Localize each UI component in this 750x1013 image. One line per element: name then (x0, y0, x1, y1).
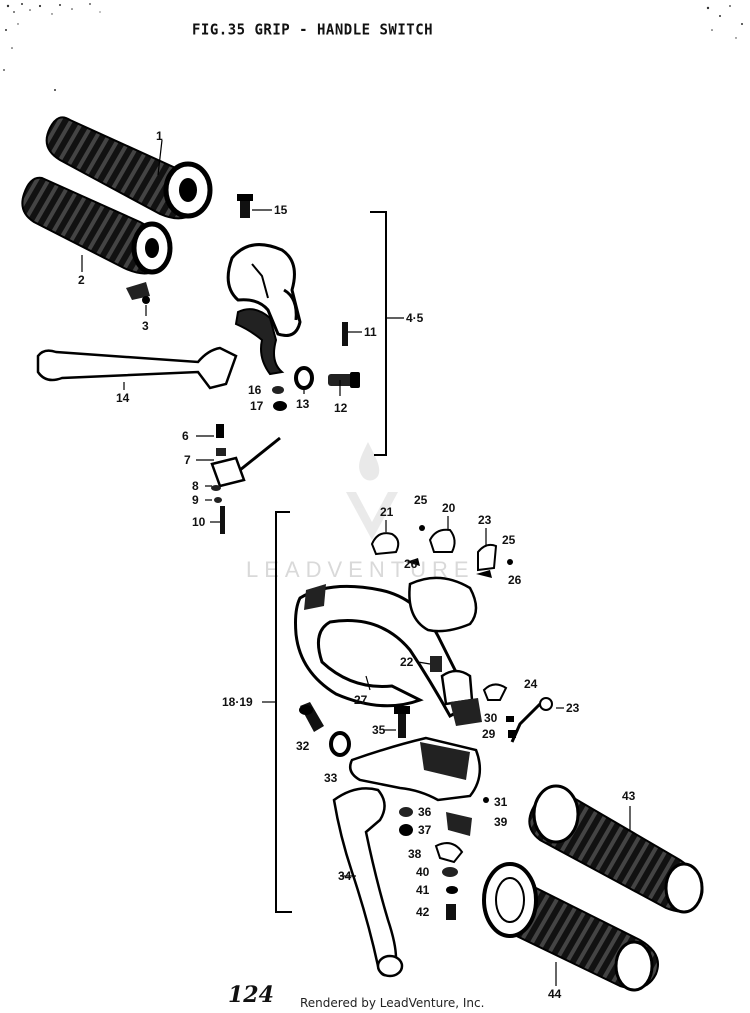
switch-housing-27 (294, 576, 478, 719)
callout-7: 7 (184, 453, 191, 467)
page-number: 124 (228, 982, 274, 1008)
callout-27: 27 (354, 693, 368, 707)
callout-11: 11 (364, 325, 377, 339)
lever-holder-4-5 (226, 243, 302, 376)
callout-18-19: 18·19 (222, 695, 253, 709)
watermark-logo (346, 442, 398, 540)
callout-2: 2 (78, 273, 85, 287)
grip-2 (21, 176, 173, 275)
switch-assembly-22-30 (430, 656, 553, 743)
callout-20: 20 (442, 501, 456, 515)
callout-35: 35 (372, 723, 386, 737)
clamp-screw-3 (126, 282, 150, 304)
callout-22: 22 (400, 655, 414, 669)
washer-13 (294, 366, 314, 390)
screw-35 (394, 706, 410, 738)
callout-30: 30 (484, 711, 498, 725)
lever-holder-31 (349, 736, 489, 803)
screw-32 (299, 702, 324, 732)
bracket-4-5 (370, 211, 387, 456)
switch-6-10 (210, 424, 281, 534)
screw-11 (342, 322, 348, 346)
callout-9: 9 (192, 493, 199, 507)
callout-26-left: 26 (404, 557, 418, 571)
callout-44: 44 (548, 987, 562, 1001)
callout-31: 31 (494, 795, 508, 809)
callout-41: 41 (416, 883, 430, 897)
callout-33: 33 (324, 771, 338, 785)
callout-6: 6 (182, 429, 189, 443)
washer-33 (329, 731, 351, 757)
callout-32: 32 (296, 739, 310, 753)
clutch-lever-14 (36, 346, 238, 390)
callout-29: 29 (482, 727, 496, 741)
callout-16: 16 (248, 383, 262, 397)
callout-37: 37 (418, 823, 432, 837)
callout-12: 12 (334, 401, 348, 415)
bolt-12 (328, 372, 360, 388)
page-title: FIG.35 GRIP - HANDLE SWITCH (192, 21, 434, 39)
callout-17: 17 (250, 399, 264, 413)
nut-16-17 (272, 386, 287, 411)
callout-14: 14 (116, 391, 130, 405)
callout-10: 10 (192, 515, 206, 529)
callout-23-top: 23 (478, 513, 492, 527)
callout-25-right: 25 (502, 533, 516, 547)
callout-36: 36 (418, 805, 432, 819)
callout-25-left: 25 (414, 493, 428, 507)
callout-38: 38 (408, 847, 422, 861)
leader-lines (81, 139, 631, 986)
callout-4-5: 4·5 (406, 311, 424, 325)
switch-knobs-20-26 (370, 525, 513, 578)
callout-21: 21 (380, 505, 394, 519)
callout-8: 8 (192, 479, 199, 493)
callout-13: 13 (296, 397, 310, 411)
callout-23-side: 23 (566, 701, 580, 715)
callout-1: 1 (156, 129, 163, 143)
bracket-18-19 (275, 511, 292, 913)
grip-1 (45, 116, 213, 220)
front-brake-lever-34 (332, 787, 404, 978)
grip-43 (528, 784, 704, 914)
callout-labels: 1 2 3 4·5 6 7 8 9 10 11 12 13 14 15 16 1… (78, 129, 636, 1001)
footer-credit: Rendered by LeadVenture, Inc. (300, 996, 485, 1010)
screw-15 (237, 194, 253, 218)
scan-noise (3, 3, 743, 91)
callout-15: 15 (274, 203, 288, 217)
callout-42: 42 (416, 905, 430, 919)
callout-3: 3 (142, 319, 149, 333)
callout-34: 34 (338, 869, 352, 883)
grip-44 (482, 862, 659, 992)
callout-40: 40 (416, 865, 430, 879)
callout-26-right: 26 (508, 573, 522, 587)
callout-43: 43 (622, 789, 636, 803)
callout-24: 24 (524, 677, 538, 691)
callout-39: 39 (494, 815, 508, 829)
small-parts-36-42 (399, 807, 472, 920)
